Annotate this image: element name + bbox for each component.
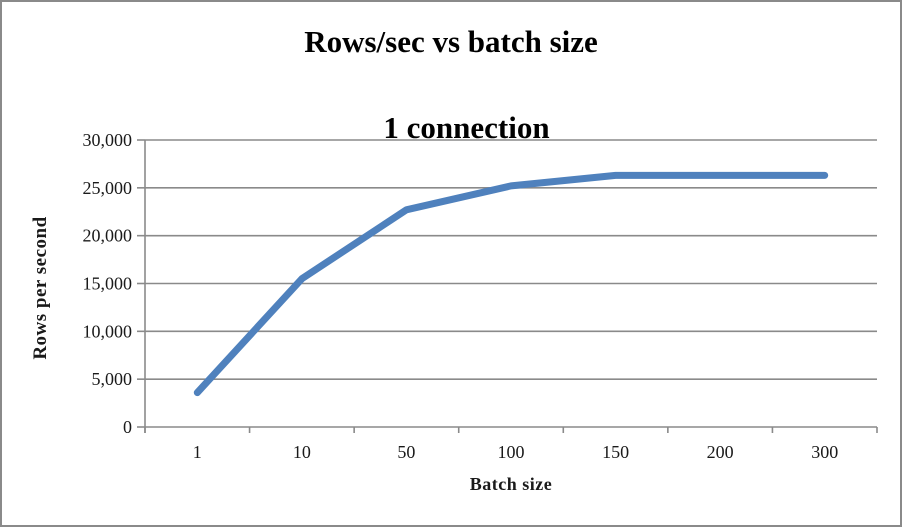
chart-title: Rows/sec vs batch size xyxy=(304,24,598,59)
y-tick-label: 0 xyxy=(123,417,132,437)
data-series-line xyxy=(193,171,829,397)
y-tick-label: 15,000 xyxy=(83,274,133,294)
x-tick-label: 100 xyxy=(498,442,525,462)
x-tick-label: 10 xyxy=(293,442,311,462)
y-tick-label: 20,000 xyxy=(83,226,133,246)
x-tick-label: 200 xyxy=(707,442,734,462)
chart-title-block: Rows/sec vs batch size 1 connection xyxy=(2,20,900,192)
x-tick-label: 300 xyxy=(811,442,838,462)
y-tick-label: 30,000 xyxy=(83,130,133,150)
y-tick-label: 25,000 xyxy=(83,178,133,198)
x-tick-label: 50 xyxy=(397,442,415,462)
x-tick-label: 1 xyxy=(193,442,202,462)
x-axis-title: Batch size xyxy=(469,474,553,494)
y-tick-label: 5,000 xyxy=(92,369,133,389)
chart-subtitle: 1 connection xyxy=(383,110,550,145)
x-tick-label: 150 xyxy=(602,442,629,462)
y-axis-title: Rows per second xyxy=(30,216,51,360)
y-tick-label: 10,000 xyxy=(83,321,133,341)
